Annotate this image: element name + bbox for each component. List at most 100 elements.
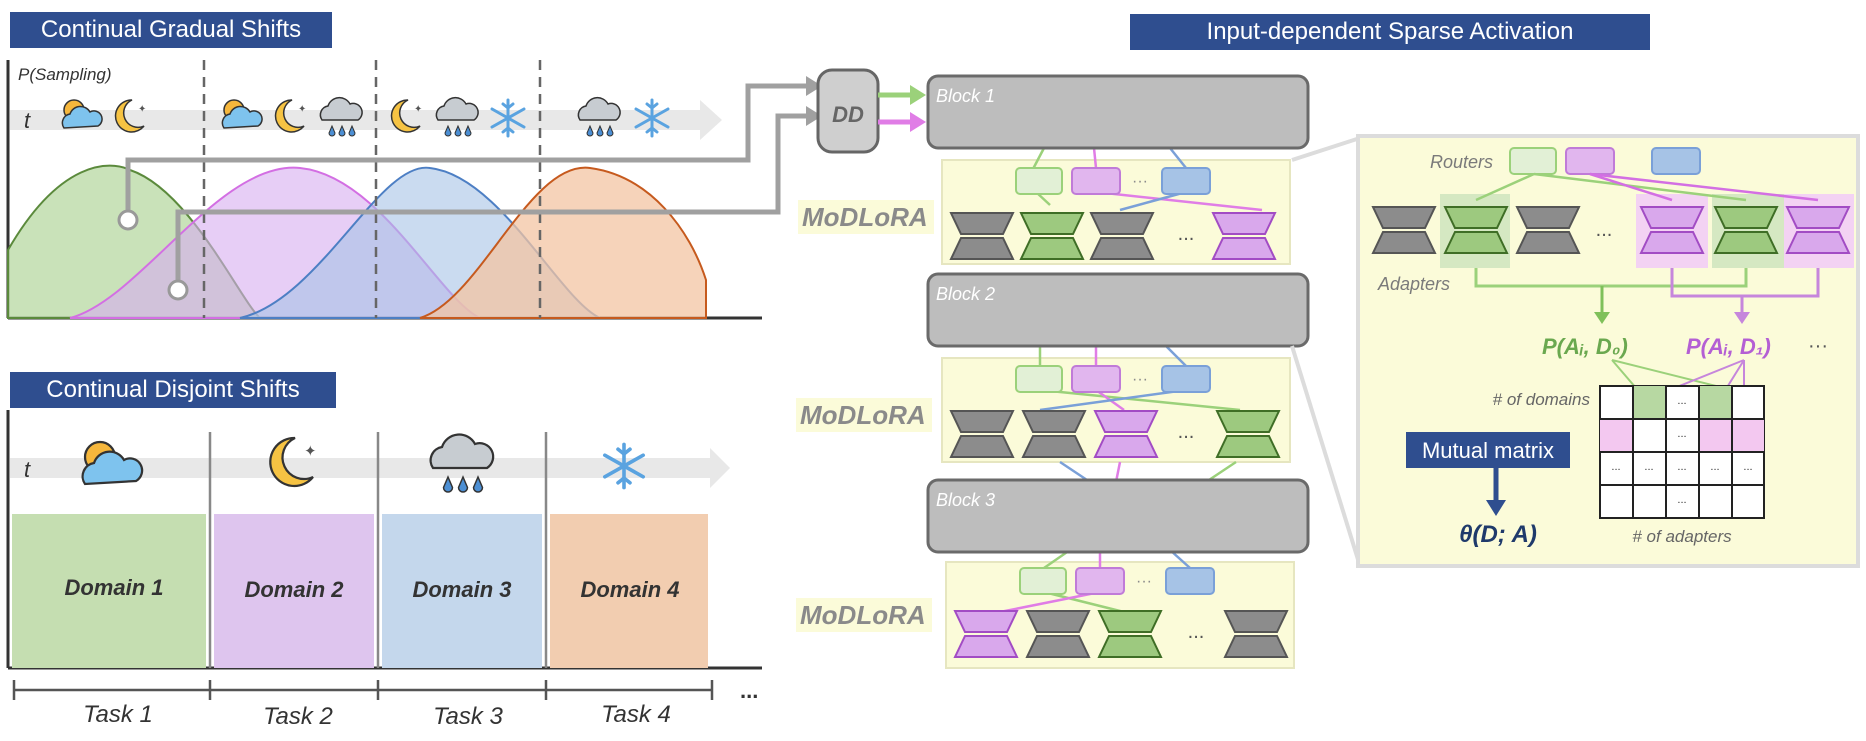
time-arrow [10, 100, 722, 140]
zoom-line-bottom [1290, 345, 1362, 567]
time-arrow [10, 448, 730, 488]
sample-point-1 [117, 209, 139, 231]
dd-label: DD [832, 102, 864, 127]
sample-path-1 [125, 83, 806, 220]
green-aggregation [1474, 268, 1748, 288]
domain3-label: Domain 3 [412, 577, 511, 602]
matrix-ellipsis: ... [1677, 494, 1686, 506]
router-green [1015, 365, 1063, 393]
theta-label: θ(D; A) [1459, 521, 1537, 548]
matrix-ellipsis: ... [1710, 461, 1719, 473]
routing-lines-2 [1038, 345, 1241, 484]
domain2-box [214, 514, 374, 668]
router-blue [1651, 147, 1701, 175]
task4-label: Task 4 [601, 701, 671, 728]
domain-discriminator [816, 68, 880, 154]
sparse-activation-panel: Routers ... Adapters P(Aᵢ, [1356, 134, 1860, 568]
sample-path-2 [175, 113, 806, 290]
mutual-matrix-badge [1406, 432, 1570, 468]
router-ellipsis: ··· [1136, 573, 1152, 590]
arrowhead [910, 112, 926, 132]
domain4-distribution [419, 166, 707, 319]
task3-label: Task 3 [433, 703, 503, 730]
sample-point-2 [167, 279, 189, 301]
sunny-icon [61, 99, 103, 129]
matrix-ellipsis: ... [1677, 428, 1686, 440]
router-purple [1565, 147, 1615, 175]
purple-aggregation [1670, 268, 1820, 298]
domain4-label: Domain 4 [580, 577, 679, 602]
arrowhead [910, 85, 926, 105]
block-2-label: Block 2 [936, 284, 995, 304]
adapters-label: Adapters [1377, 274, 1450, 294]
zoom-line-top [1291, 136, 1361, 162]
router-ellipsis: ··· [1132, 371, 1148, 388]
disjoint-shifts-title: Continual Disjoint Shifts [10, 372, 336, 408]
modlora-label-3: MoDLoRA [800, 600, 926, 630]
domain1-box [12, 514, 206, 668]
modlora-label-bg [798, 200, 934, 234]
p-domain0-label: P(Aᵢ, D₀) [1542, 334, 1628, 359]
block-3-label: Block 3 [936, 490, 995, 510]
time-label: t [24, 457, 31, 482]
arrowhead [806, 76, 822, 96]
router-blue [1161, 167, 1211, 195]
mutual-matrix-grid: ... ... ... ... ... ... ... ... [1599, 385, 1765, 519]
arrowhead [1734, 312, 1750, 324]
router-green [1015, 167, 1063, 195]
p-domain1-label: P(Aᵢ, D₁) [1686, 334, 1771, 359]
block-1-label: Block 1 [936, 86, 995, 106]
adapter-ellipsis: ... [1178, 223, 1195, 245]
routers-label: Routers [1430, 152, 1493, 172]
p-more-ellipsis: ··· [1808, 335, 1828, 357]
disjoint-shifts-panel: t Domain 1 Domain 2 Domain 3 Domain 4 ..… [6, 410, 762, 730]
sampling-axis-label: P(Sampling) [18, 65, 112, 84]
modlora-label-1: MoDLoRA [802, 202, 928, 232]
router-purple [1075, 567, 1125, 595]
block-3 [926, 478, 1310, 554]
router-blue [1165, 567, 1215, 595]
domain4-box [550, 514, 708, 668]
router-green [1509, 147, 1557, 175]
adapter-ellipsis: ... [1178, 421, 1195, 443]
router-purple [1071, 365, 1121, 393]
arrowhead [1594, 312, 1610, 324]
router-green [1019, 567, 1067, 595]
model-column: DD [796, 68, 1310, 669]
arrowhead [806, 106, 822, 126]
rain-icon [435, 96, 479, 137]
gradual-shifts-title: Continual Gradual Shifts [10, 12, 332, 48]
domain1-label: Domain 1 [64, 575, 163, 600]
rain-icon [319, 96, 363, 137]
matrix-ellipsis: ... [1644, 461, 1653, 473]
router-ellipsis: ··· [1132, 173, 1148, 190]
rain-icon [429, 433, 495, 494]
modlora-label-bg [796, 398, 932, 432]
sunny-icon [221, 99, 263, 129]
domain3-box [382, 514, 542, 668]
router-purple [1071, 167, 1121, 195]
router-blue [1161, 365, 1211, 393]
matrix-ellipsis: ... [1743, 461, 1752, 473]
router-lines [1475, 172, 1819, 202]
task2-label: Task 2 [263, 703, 333, 730]
task-ellipsis: ... [740, 678, 758, 703]
block-1 [926, 74, 1310, 150]
task1-label: Task 1 [83, 701, 153, 728]
sparse-activation-title: Input-dependent Sparse Activation [1130, 14, 1650, 50]
modlora-label-bg [796, 598, 932, 632]
sunny-icon [81, 440, 144, 486]
block-2 [926, 272, 1310, 348]
matrix-ellipsis: ... [1677, 395, 1686, 407]
domain2-label: Domain 2 [244, 577, 344, 602]
mutual-matrix-label: Mutual matrix [1422, 438, 1554, 463]
adapter-ellipsis: ... [1188, 621, 1205, 643]
adapter-ellipsis: ... [1596, 219, 1613, 241]
gradual-shifts-panel: P(Sampling) t [6, 60, 822, 320]
rain-icon [577, 96, 621, 137]
time-label: t [24, 108, 31, 133]
arrowhead [1486, 500, 1506, 516]
matrix-ellipsis: ... [1677, 461, 1686, 473]
adapters-count-label: # of adapters [1632, 527, 1732, 546]
